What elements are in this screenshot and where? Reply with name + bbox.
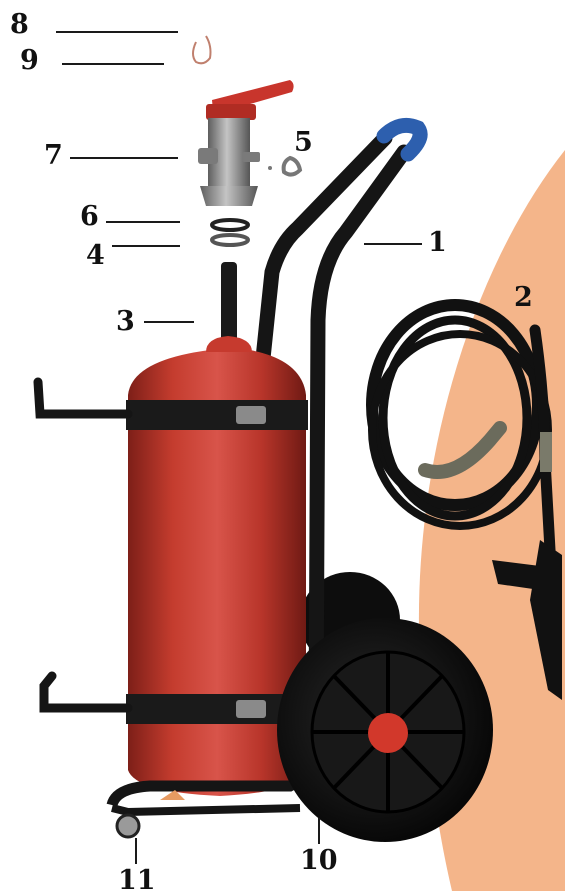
label-1: 1 [428, 229, 447, 256]
washer-6 [212, 220, 248, 230]
leader-line-3 [144, 321, 194, 323]
leader-line-7 [70, 157, 178, 159]
leader-line-4 [112, 245, 180, 247]
label-5: 5 [294, 129, 313, 156]
valve-assembly [198, 80, 300, 206]
wheel-hub [368, 713, 408, 753]
label-2: 2 [514, 284, 533, 311]
label-6: 6 [80, 203, 99, 230]
leader-line-1 [364, 243, 422, 245]
label-11: 11 [118, 867, 156, 894]
leader-line-10 [318, 818, 320, 844]
washer-4 [212, 235, 248, 245]
label-7: 7 [44, 142, 63, 169]
label-3: 3 [116, 308, 135, 335]
leader-line-9 [62, 63, 164, 65]
label-4: 4 [86, 242, 105, 269]
label-8: 8 [10, 11, 29, 38]
leader-line-8 [56, 31, 178, 33]
front-wheel [277, 618, 493, 842]
leader-line-11 [135, 838, 137, 864]
base-frame-rear [112, 808, 300, 812]
side-hooks [38, 382, 128, 708]
leader-line-6 [106, 221, 180, 223]
label-10: 10 [300, 847, 338, 874]
safety-pin [193, 36, 211, 63]
label-9: 9 [20, 47, 39, 74]
caster-wheel [117, 815, 139, 837]
